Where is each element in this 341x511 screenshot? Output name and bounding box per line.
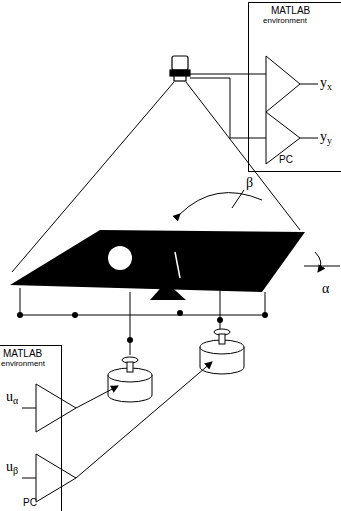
box-text: PC <box>23 498 37 508</box>
angle-label: α <box>322 282 329 296</box>
signal-name: uα <box>6 390 18 406</box>
camera <box>170 56 190 81</box>
signal-name: yx <box>320 76 332 92</box>
pivot <box>150 282 186 300</box>
angle-label: β <box>246 176 253 190</box>
plate <box>10 230 305 292</box>
box-text: environment <box>263 17 307 25</box>
amplifier <box>266 56 300 164</box>
box-text: MATLAB <box>271 6 310 16</box>
box-text: PC <box>279 155 293 165</box>
pc-box: MATLABenvironmentPC <box>0 345 62 511</box>
box-text: environment <box>1 360 45 368</box>
amplifier <box>36 384 76 502</box>
box-text: MATLAB <box>3 349 42 359</box>
motor <box>108 329 244 402</box>
signal-name: uβ <box>6 460 18 476</box>
ball <box>108 246 132 270</box>
signal-name: yy <box>320 130 332 146</box>
